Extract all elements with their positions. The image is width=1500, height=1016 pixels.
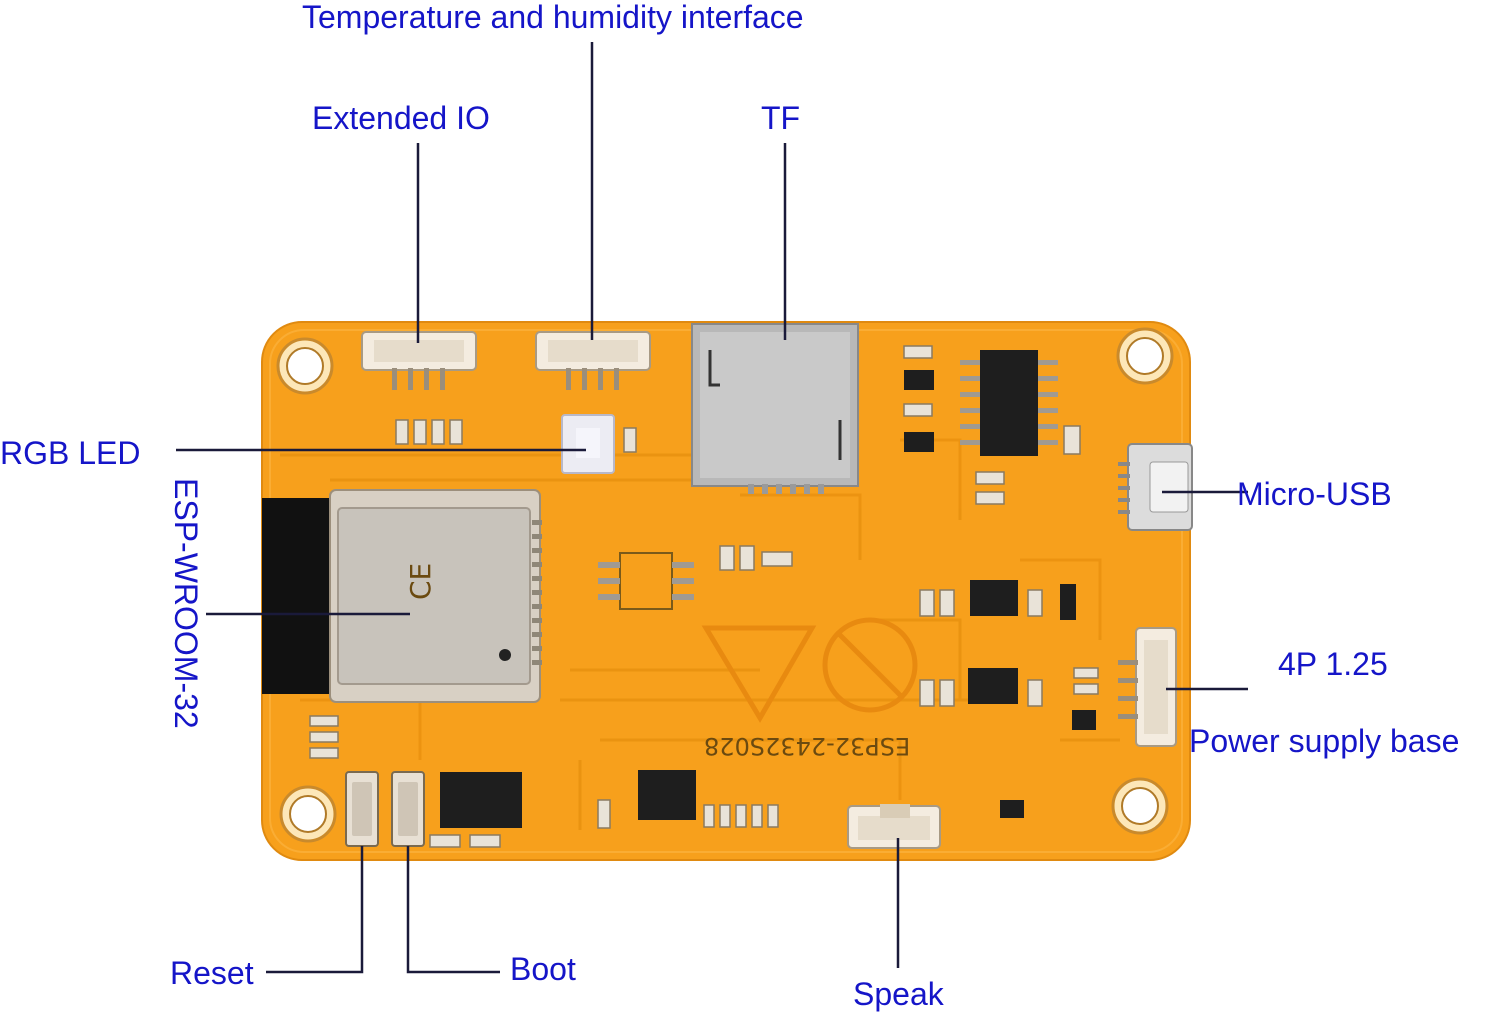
label-speak: Speak — [853, 976, 944, 1012]
speaker-connector — [847, 804, 941, 849]
label-4p-1-25: 4P 1.25 — [1278, 646, 1388, 682]
label-reset: Reset — [170, 955, 254, 991]
mounting-holes — [276, 327, 1174, 843]
temperature-humidity-connector — [535, 331, 651, 390]
power-connector — [1118, 627, 1177, 747]
micro-usb-port — [1118, 443, 1193, 531]
label-tf: TF — [761, 100, 801, 136]
passive-components — [309, 345, 1099, 848]
label-esp-wroom-32: ESP-WROOM-32 — [168, 478, 204, 729]
label-boot: Boot — [510, 951, 576, 987]
svg-text:CE: CE — [404, 563, 437, 600]
leader-lines — [176, 42, 1248, 974]
ic-chips — [440, 350, 1038, 828]
label-micro-usb: Micro-USB — [1237, 476, 1392, 512]
cert-marks — [701, 617, 918, 723]
reset-boot-buttons — [345, 771, 425, 847]
label-power-supply-base: Power supply base — [1189, 723, 1460, 759]
tf-card-slot — [691, 323, 859, 494]
rgb-led-component — [561, 414, 615, 474]
esp-wroom-module: CE — [262, 489, 542, 703]
extended-io-connector — [361, 331, 477, 390]
silkscreen-model: ESP32-2432S028 — [704, 732, 910, 760]
label-rgb-led: RGB LED — [0, 435, 141, 471]
label-extended-io: Extended IO — [312, 100, 490, 136]
label-temperature-humidity: Temperature and humidity interface — [302, 0, 804, 35]
